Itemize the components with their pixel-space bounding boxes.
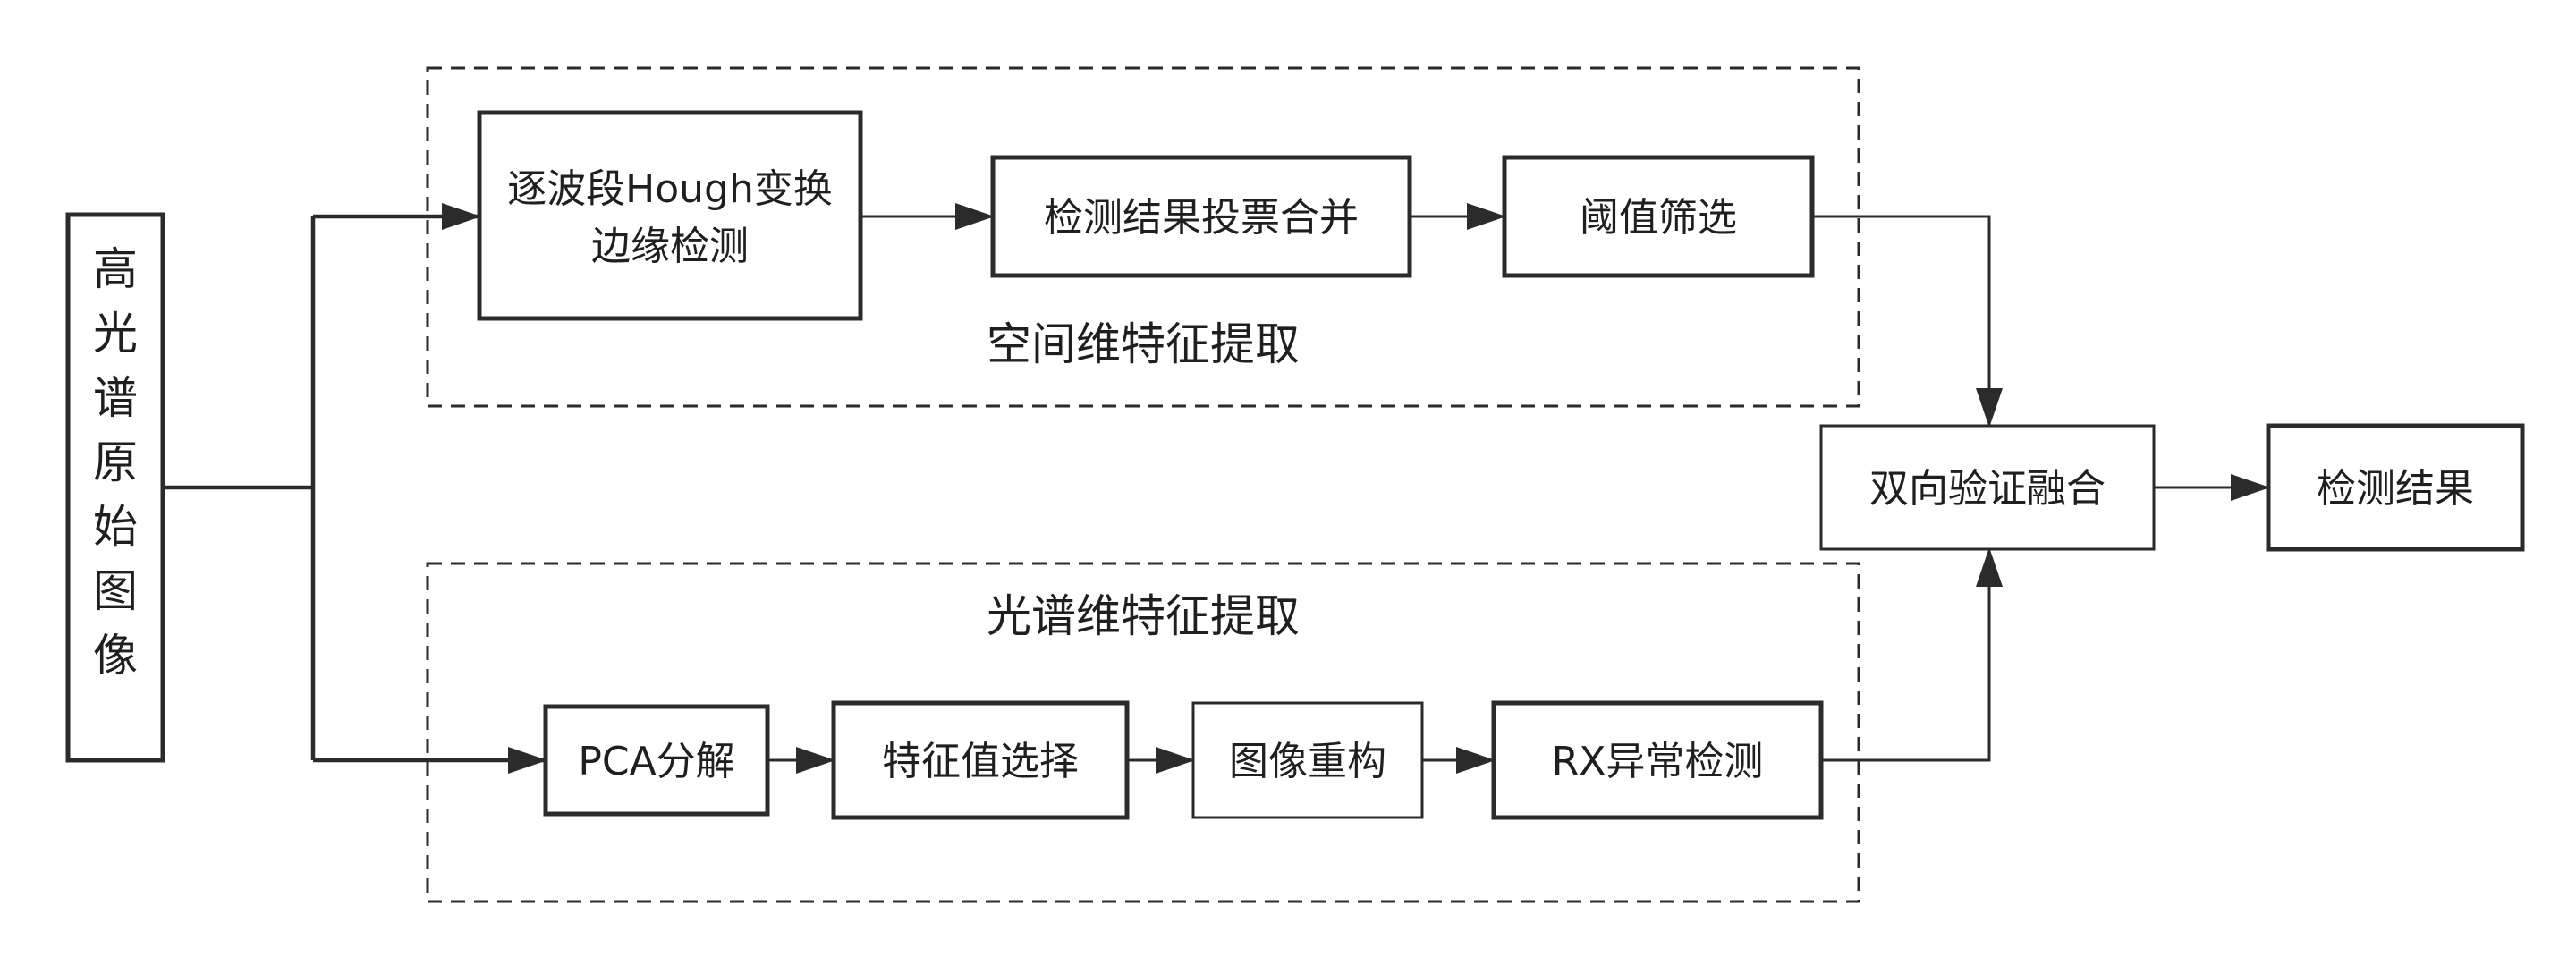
node-result: 检测结果: [2266, 423, 2525, 552]
group-title-spatial: 空间维特征提取: [987, 318, 1300, 370]
vote-merge-label: 检测结果投票合并: [1044, 195, 1359, 241]
hough-edge-label-line1: 逐波段Hough变换: [507, 166, 833, 212]
node-feature-select: 特征值选择: [831, 700, 1130, 820]
fusion-label: 双向验证融合: [1869, 466, 2106, 512]
node-pca: PCA分解: [543, 704, 770, 817]
pca-label: PCA分解: [578, 739, 734, 784]
node-fusion: 双向验证融合: [1819, 424, 2156, 551]
node-input-image: 高光谱原始图像: [65, 212, 165, 763]
node-vote-merge: 检测结果投票合并: [990, 155, 1412, 278]
edge-rx-to-fusion: [1821, 547, 2003, 762]
input-image-label: 高光谱原始图像: [93, 243, 138, 682]
edge-threshold-to-fusion: [1812, 215, 2003, 428]
result-label: 检测结果: [2317, 466, 2474, 512]
node-threshold: 阈值筛选: [1502, 155, 1815, 278]
node-hough-edge: 逐波段Hough变换 边缘检测: [477, 110, 863, 321]
node-rx-detect: RX异常检测: [1491, 700, 1824, 820]
hough-edge-label-line2: 边缘检测: [591, 224, 749, 269]
node-reconstruct: 图像重构: [1191, 701, 1424, 819]
threshold-label: 阈值筛选: [1580, 195, 1737, 241]
connectors: [163, 203, 2270, 774]
feature-select-label: 特征值选择: [882, 739, 1079, 784]
rx-detect-label: RX异常检测: [1552, 739, 1764, 784]
group-title-spectral: 光谱维特征提取: [987, 590, 1300, 642]
reconstruct-label: 图像重构: [1229, 739, 1386, 784]
